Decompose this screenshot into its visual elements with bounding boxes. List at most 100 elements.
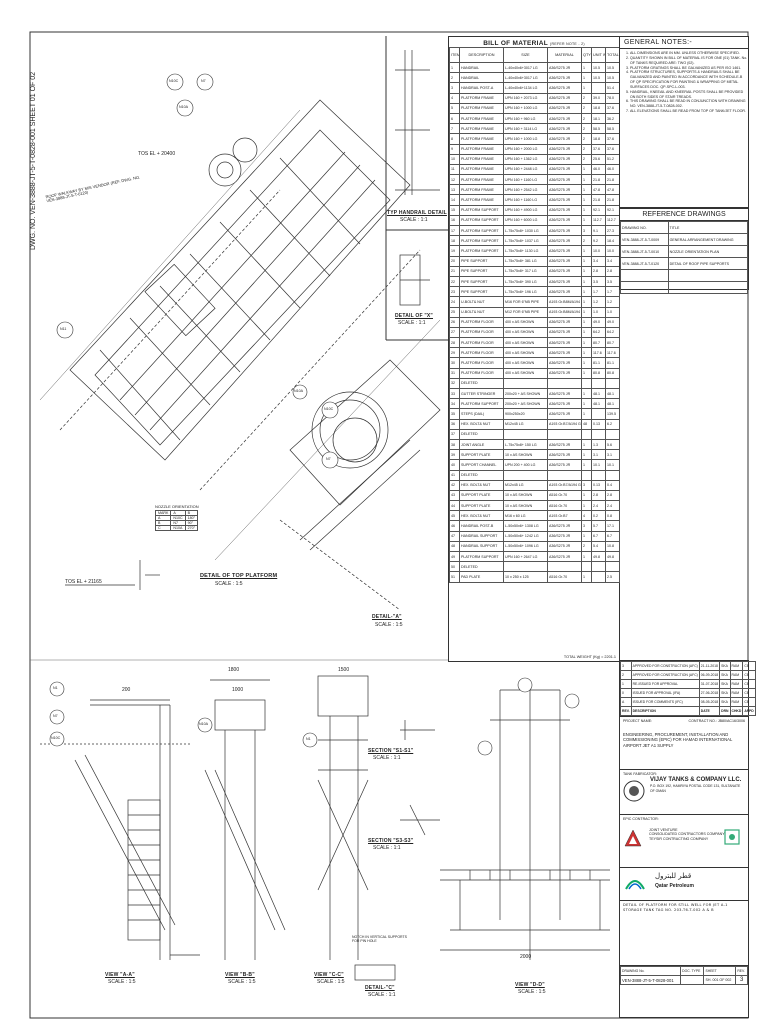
detail-c-scale: SCALE : 1:1 [368, 992, 396, 998]
bom-cell [581, 561, 592, 573]
revision-cell: 3 [620, 661, 632, 671]
bom-cell: 47 [449, 530, 460, 542]
callout-n7: N7 [201, 79, 206, 83]
bom-cell: 10 x AS SHOWN [503, 449, 548, 461]
bom-cell: 49.0 [591, 316, 606, 328]
bom-cell: 400 x AS SHOWN [503, 326, 548, 339]
bom-cell: L-75x75x8+ 150 LG [503, 438, 548, 451]
bom-cell: 6.7 [591, 530, 606, 542]
bom-cell: 37 [449, 428, 460, 440]
bom-cell: A36/S275 JR [547, 174, 582, 186]
view-aa-label: VIEW "A-A" [105, 972, 135, 978]
bom-cell: 18.1 [591, 112, 606, 125]
bom-cell: A36/S275 JR [547, 398, 582, 410]
bom-cell: 10.5 [605, 61, 620, 74]
bom-cell: PLATFORM SUPPORT [459, 235, 504, 247]
bom-cell: 1 [581, 214, 592, 227]
bom-cell: A36/S275 JR [547, 255, 582, 267]
revision-header-cell: DATE [698, 706, 721, 716]
bom-cell: SUPPORT PLATE [459, 449, 504, 461]
bom-cell: 1 [581, 61, 592, 74]
vendor-label: TANK FABRICATOR: [623, 772, 657, 776]
bom-cell: 51.2 [605, 153, 620, 165]
client-section: قطر للبترول Qatar Petroleum [620, 867, 748, 900]
bom-cell: 6 [449, 112, 460, 125]
bom-header-cell: MATERIAL [547, 47, 582, 63]
revision-cell: 2 [620, 670, 632, 680]
view-aa-scale: SCALE : 1:5 [108, 979, 136, 985]
bom-cell: PLATFORM SUPPORT [459, 204, 504, 216]
callout-n10a-b: N10A [294, 389, 303, 393]
bom-cell: 0.2 [591, 510, 606, 522]
bom-cell: 1 [581, 459, 592, 471]
bom-cell [591, 408, 606, 420]
sheet-border [29, 31, 749, 1019]
bom-cell: 25 [449, 306, 460, 318]
bom-cell: 117.6 [605, 347, 620, 359]
bom-cell [591, 377, 606, 390]
handrail-detail-scale: SCALE : 1:1 [400, 217, 428, 223]
bom-cell: PIPE SUPPORT [459, 286, 504, 298]
bom-cell: 117.6 [591, 347, 606, 359]
bom-cell: 4 [581, 510, 592, 522]
bom-cell: A36/S275 JR [547, 204, 582, 216]
bom-cell [503, 469, 548, 481]
bom-cell: L-75x75x8+ 1130 LG [503, 245, 548, 257]
bom-cell: A36/S275 JR [547, 387, 582, 400]
callout-n11: N11 [60, 327, 67, 331]
revision-cell: SKA [719, 697, 731, 707]
bom-cell: 1 [581, 255, 592, 267]
bom-cell: PIPE SUPPORT [459, 265, 504, 277]
bom-cell: A36/S275 JR [547, 102, 582, 114]
bom-cell: UPN 160 + 1000 LG [503, 102, 548, 114]
bom-cell: L-40x40x6+1134 LG [503, 82, 548, 94]
view-bb-drawing [204, 679, 286, 960]
bom-cell: UPN 160 + 3114 LG [503, 123, 548, 135]
bom-cell: UPN 160 + 1160 LG [503, 194, 548, 206]
bom-cell: GUTTER STRINGER [459, 387, 504, 400]
refs-cell [667, 281, 749, 294]
callout-n10a: N10A [179, 105, 188, 109]
bom-cell: PLATFORM FRAME [459, 153, 504, 165]
bom-cell: 1.0 [591, 306, 606, 318]
bom-cell: HANDRAIL [459, 72, 504, 84]
revision-cell: SKA [719, 670, 731, 680]
bom-header-cell: DESCRIPTION [459, 47, 504, 63]
bom-cell: 29 [449, 347, 460, 359]
bom-cell: 45 [449, 510, 460, 522]
bom-cell: 3 [449, 82, 460, 94]
bom-cell: 18.4 [605, 235, 620, 247]
bom-cell: 10.0 [605, 245, 620, 257]
bom-cell: PAD PLATE [459, 571, 504, 583]
bom-cell: L-75x75x8+ 317 LG [503, 265, 548, 277]
bom-cell: 16 [449, 214, 460, 227]
bom-cell: 400 x AS SHOWN [503, 367, 548, 379]
footer-doc-type [680, 975, 705, 985]
bom-cell: SUPPORT PLATE [459, 500, 504, 512]
revision-cell: 21-11-2018 [698, 661, 721, 671]
bom-cell: UPN 160 + 2000 LG [503, 143, 548, 155]
bom-cell: 80.8 [591, 367, 606, 379]
bom-cell: 10.5 [591, 72, 606, 84]
note-item: THIS DRAWING SHALL BE READ IN CONJUNCTIO… [630, 99, 748, 109]
bom-cell: PIPE SUPPORT [459, 255, 504, 267]
bom-cell: 39.0 [591, 92, 606, 104]
bom-cell: 1 [581, 174, 592, 186]
dim-1800: 1800 [228, 667, 240, 673]
revision-header-cell: DRN [719, 706, 731, 716]
view-cc-label: VIEW "C-C" [314, 972, 344, 978]
client-name-ar: قطر للبترول [655, 872, 692, 880]
bom-cell: 3.5 [591, 275, 606, 288]
bom-cell: 1 [581, 184, 592, 196]
